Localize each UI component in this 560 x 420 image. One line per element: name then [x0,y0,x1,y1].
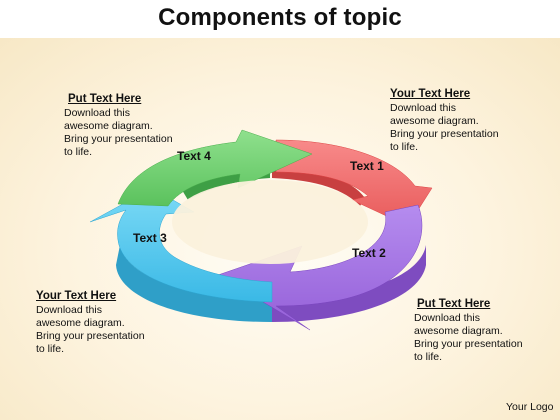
segment-3-label: Text 3 [133,231,167,245]
segment-1-arrow [275,139,433,227]
text-block-heading: Your Text Here [390,88,471,100]
segment-3-arrow [89,187,273,303]
title-bar [0,0,560,38]
text-block-heading: Your Text Here [36,290,117,302]
segment-4-label: Text 4 [177,149,211,163]
segment-2-label: Text 2 [352,246,386,260]
logo-placeholder: Your Logo [506,401,554,413]
text-block-bottom-right: Put Text Here Download this awesome diag… [414,298,544,364]
segment-1-label: Text 1 [350,159,384,173]
text-block-top-left: Put Text Here Download this awesome diag… [64,93,194,159]
text-block-body: Download this awesome diagram. Bring you… [64,107,173,158]
text-block-body: Download this awesome diagram. Bring you… [36,304,145,355]
text-block-heading: Put Text Here [417,298,491,310]
text-block-body: Download this awesome diagram. Bring you… [390,102,499,153]
text-block-body: Download this awesome diagram. Bring you… [414,312,523,363]
ring-inner-hole [172,180,368,264]
text-block-heading: Put Text Here [68,93,142,105]
slide-title: Components of topic [158,4,402,31]
text-block-top-right: Your Text Here Download this awesome dia… [390,88,520,154]
text-block-bottom-left: Your Text Here Download this awesome dia… [36,290,166,356]
